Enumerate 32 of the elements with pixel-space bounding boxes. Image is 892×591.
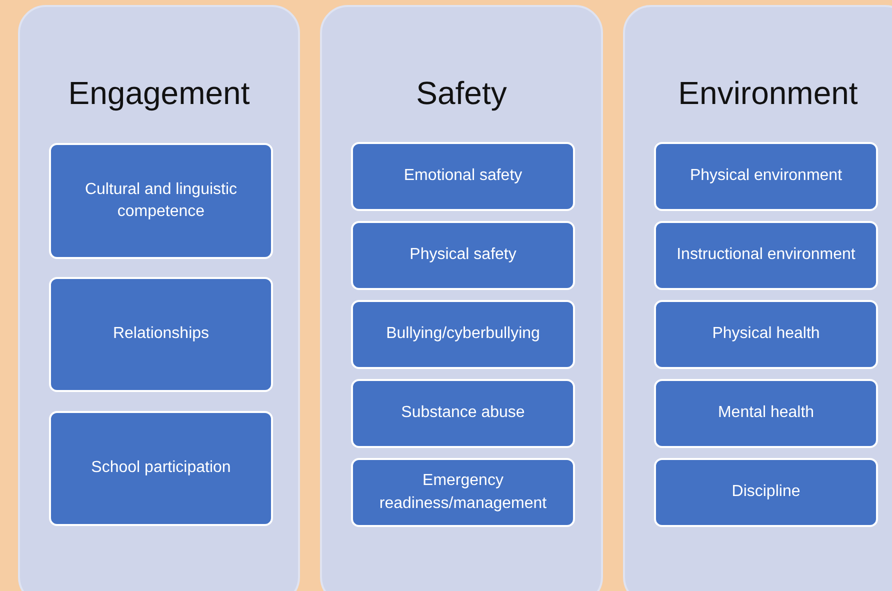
category-box: [654, 300, 878, 369]
category-box: [351, 379, 575, 448]
category-label: Cultural and linguistic competence: [84, 180, 238, 222]
category-box: [49, 411, 273, 526]
category-box: [49, 277, 273, 392]
category-label: Emergency readiness/management: [378, 471, 548, 514]
column-heading: Engagement: [67, 75, 251, 112]
category-label: Discipline: [732, 482, 800, 502]
column-heading: Safety: [415, 75, 508, 112]
category-label: Relationships: [112, 324, 210, 344]
category-box: [351, 458, 575, 527]
column-heading: Environment: [677, 75, 859, 112]
category-box: [654, 379, 878, 448]
category-box: [654, 221, 878, 290]
category-box: [351, 300, 575, 369]
category-label: Physical environment: [690, 166, 842, 186]
category-label: School participation: [91, 458, 231, 478]
category-label: Physical safety: [410, 245, 516, 266]
category-label: Emotional safety: [404, 166, 522, 186]
category-label: Mental health: [718, 403, 814, 424]
category-box: [654, 458, 878, 527]
column-panel: [18, 5, 300, 591]
category-label: Instructional environment: [676, 245, 856, 266]
category-box: [654, 142, 878, 211]
category-box: [351, 221, 575, 290]
category-box: [351, 142, 575, 211]
category-label: Physical health: [712, 324, 820, 344]
column-panel: [320, 5, 603, 591]
category-box: [49, 143, 273, 259]
column-panel: [623, 5, 892, 591]
category-label: Bullying/cyberbullying: [386, 324, 540, 344]
category-label: Substance abuse: [401, 403, 525, 424]
